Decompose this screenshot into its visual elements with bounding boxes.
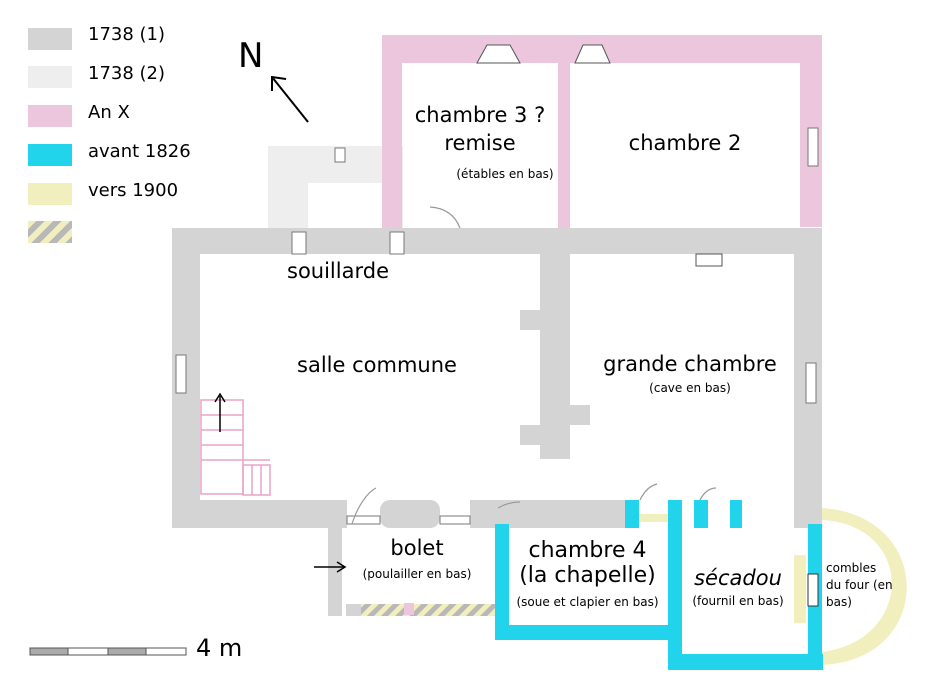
scale-label: 4 m [196, 634, 243, 662]
room-grande-chambre-name: grande chambre [603, 352, 777, 376]
room-combles: combles du four (en bas) [826, 560, 906, 611]
legend-swatch-anx [28, 105, 72, 127]
legend-swatch-1738-1 [28, 28, 72, 50]
room-combles-line3: bas) [826, 595, 852, 609]
room-combles-line2: du four (en [826, 578, 893, 592]
room-chambre-4-line2: (la chapelle) [519, 563, 656, 588]
room-grande-chambre: grande chambre (cave en bas) [590, 352, 790, 395]
legend-label-avant-1826: avant 1826 [88, 141, 191, 162]
room-chambre-3-line2: remise [444, 131, 516, 155]
stair [200, 399, 271, 496]
room-chambre-2: chambre 2 [628, 131, 742, 155]
compass-label: N [238, 36, 264, 76]
room-bolet-name: bolet [390, 536, 444, 560]
legend-swatch-hatched [28, 221, 72, 243]
room-bolet-sub: (poulailler en bas) [362, 567, 472, 581]
legend-label-1738-1: 1738 (1) [88, 24, 166, 45]
oven-wall [822, 508, 907, 665]
room-chambre-4-sub: (soue et clapier en bas) [516, 595, 659, 609]
legend-swatch-avant-1826 [28, 144, 72, 166]
legend-swatch-1738-2 [28, 66, 72, 88]
room-combles-line1: combles [826, 561, 877, 575]
room-grande-chambre-sub: (cave en bas) [649, 381, 731, 395]
legend-label-1738-2: 1738 (2) [88, 63, 166, 84]
scale-bar [29, 647, 187, 656]
room-salle-commune: salle commune [297, 353, 457, 377]
stair-arrow [214, 392, 226, 432]
room-bolet: bolet (poulailler en bas) [352, 536, 482, 581]
entry-arrow [314, 561, 347, 573]
room-secadou-name: sécadou [694, 566, 782, 590]
cyan-walls [495, 500, 823, 670]
room-chambre-4: chambre 4 (la chapelle) (soue et clapier… [505, 538, 670, 609]
room-chambre-3: chambre 3 ? remise (étables en bas) [404, 103, 556, 181]
room-secadou: sécadou (fournil en bas) [684, 566, 792, 608]
room-chambre-3-sub: (étables en bas) [456, 167, 554, 181]
room-souillarde: souillarde [287, 259, 389, 283]
hatched-wall [361, 604, 495, 616]
room-chambre-3-line1: chambre 3 ? [414, 103, 546, 127]
room-chambre-4-line1: chambre 4 [528, 538, 647, 563]
legend-label-vers-1900: vers 1900 [88, 180, 179, 201]
legend-label-anx: An X [88, 102, 130, 123]
oven-inner-wall [794, 555, 806, 623]
legend-swatch-vers-1900 [28, 183, 72, 205]
north-arrow [271, 75, 309, 123]
room-secadou-sub: (fournil en bas) [692, 594, 784, 608]
